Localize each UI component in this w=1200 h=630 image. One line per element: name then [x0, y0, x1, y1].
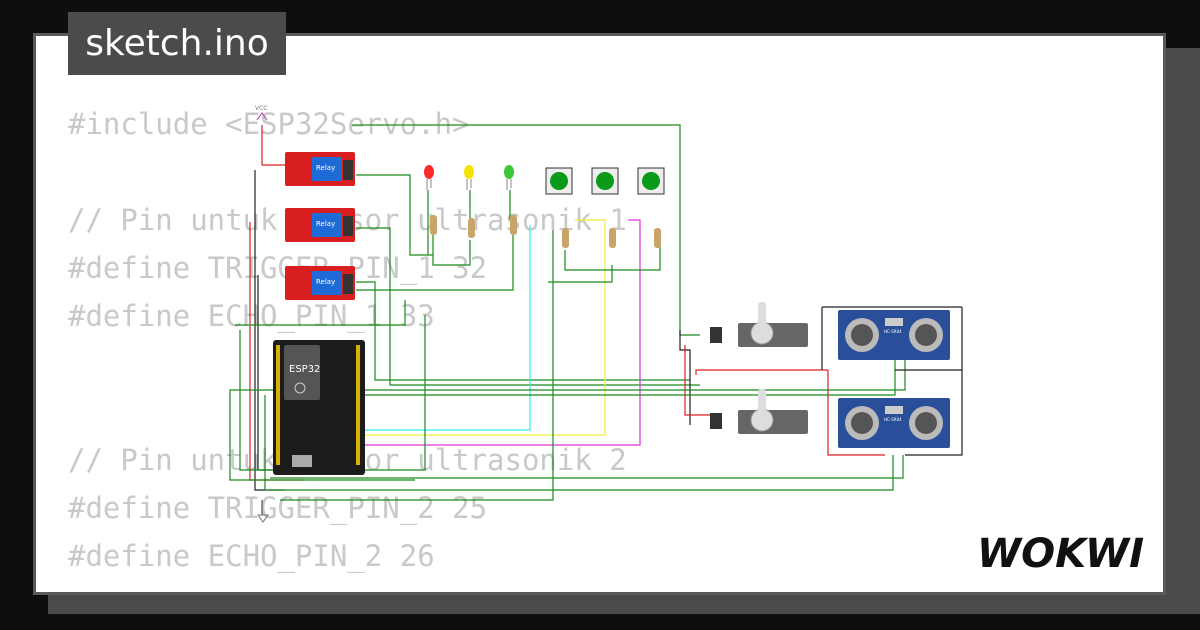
servo-2[interactable]: [710, 389, 808, 434]
vcc-symbol: VCC: [255, 105, 267, 121]
wire: [356, 227, 700, 386]
wire: [235, 300, 406, 326]
ground-icon: [257, 514, 269, 523]
ultrasonic-sensor-1[interactable]: HC-SR04: [838, 310, 950, 360]
wire: [684, 345, 710, 416]
resistor: [609, 228, 616, 248]
wire: [548, 265, 613, 283]
resistor: [562, 228, 569, 248]
wire: [229, 360, 906, 481]
wire: [270, 455, 904, 479]
led-green[interactable]: [504, 165, 514, 190]
relay-label: Relay: [316, 164, 335, 172]
relay-label: Relay: [316, 278, 335, 286]
led-yellow[interactable]: [464, 165, 474, 190]
relay-label: Relay: [316, 220, 335, 228]
code-line-5: #define ECHO_PIN_1 33: [68, 299, 435, 333]
resistors: [430, 215, 661, 248]
wire: [695, 369, 828, 375]
relay-module-3[interactable]: Relay: [285, 266, 355, 300]
ultrasonic-sensor-2[interactable]: HC-SR04: [838, 398, 950, 448]
resistor: [654, 228, 661, 248]
resistor: [430, 215, 437, 235]
wire: [827, 370, 885, 456]
file-name-badge: sketch.ino: [68, 12, 286, 75]
resistor: [468, 218, 475, 238]
wire: [356, 281, 690, 381]
wire: [352, 124, 700, 336]
pushbutton-1[interactable]: [545, 167, 573, 195]
wire: [905, 370, 963, 456]
wire: [280, 230, 554, 501]
pushbutton-2[interactable]: [591, 167, 619, 195]
relay-module-2[interactable]: Relay: [285, 208, 355, 242]
esp32-board[interactable]: ESP32: [273, 340, 365, 475]
wire: [310, 219, 641, 446]
wire: [359, 360, 896, 455]
wire: [356, 174, 433, 256]
wires: [229, 124, 963, 515]
esp32-label: ESP32: [289, 364, 320, 375]
wire: [300, 219, 606, 436]
vcc-label: VCC: [255, 105, 267, 112]
wire: [356, 235, 514, 291]
resistor: [510, 215, 517, 235]
wire: [261, 125, 285, 166]
relay-module-1[interactable]: Relay: [285, 152, 355, 186]
wire: [432, 235, 471, 266]
servo-1[interactable]: [710, 302, 808, 347]
wokwi-logo-text: WOKWI: [977, 531, 1144, 577]
wire: [290, 225, 531, 431]
code-line-1: #include <ESP32Servo.h>: [68, 107, 470, 141]
sensor-label: HC-SR04: [884, 329, 902, 334]
pushbutton-3[interactable]: [637, 167, 665, 195]
code-line-10: #define ECHO_PIN_2 26: [68, 539, 435, 573]
wokwi-logo: WOKWI: [977, 531, 1144, 577]
led-red[interactable]: [424, 165, 434, 190]
preview-card: [33, 33, 1166, 595]
code-line-9: #define TRIGGER_PIN_2 25: [68, 491, 488, 525]
wire: [264, 395, 894, 491]
sensor-label: HC-SR04: [884, 417, 902, 422]
